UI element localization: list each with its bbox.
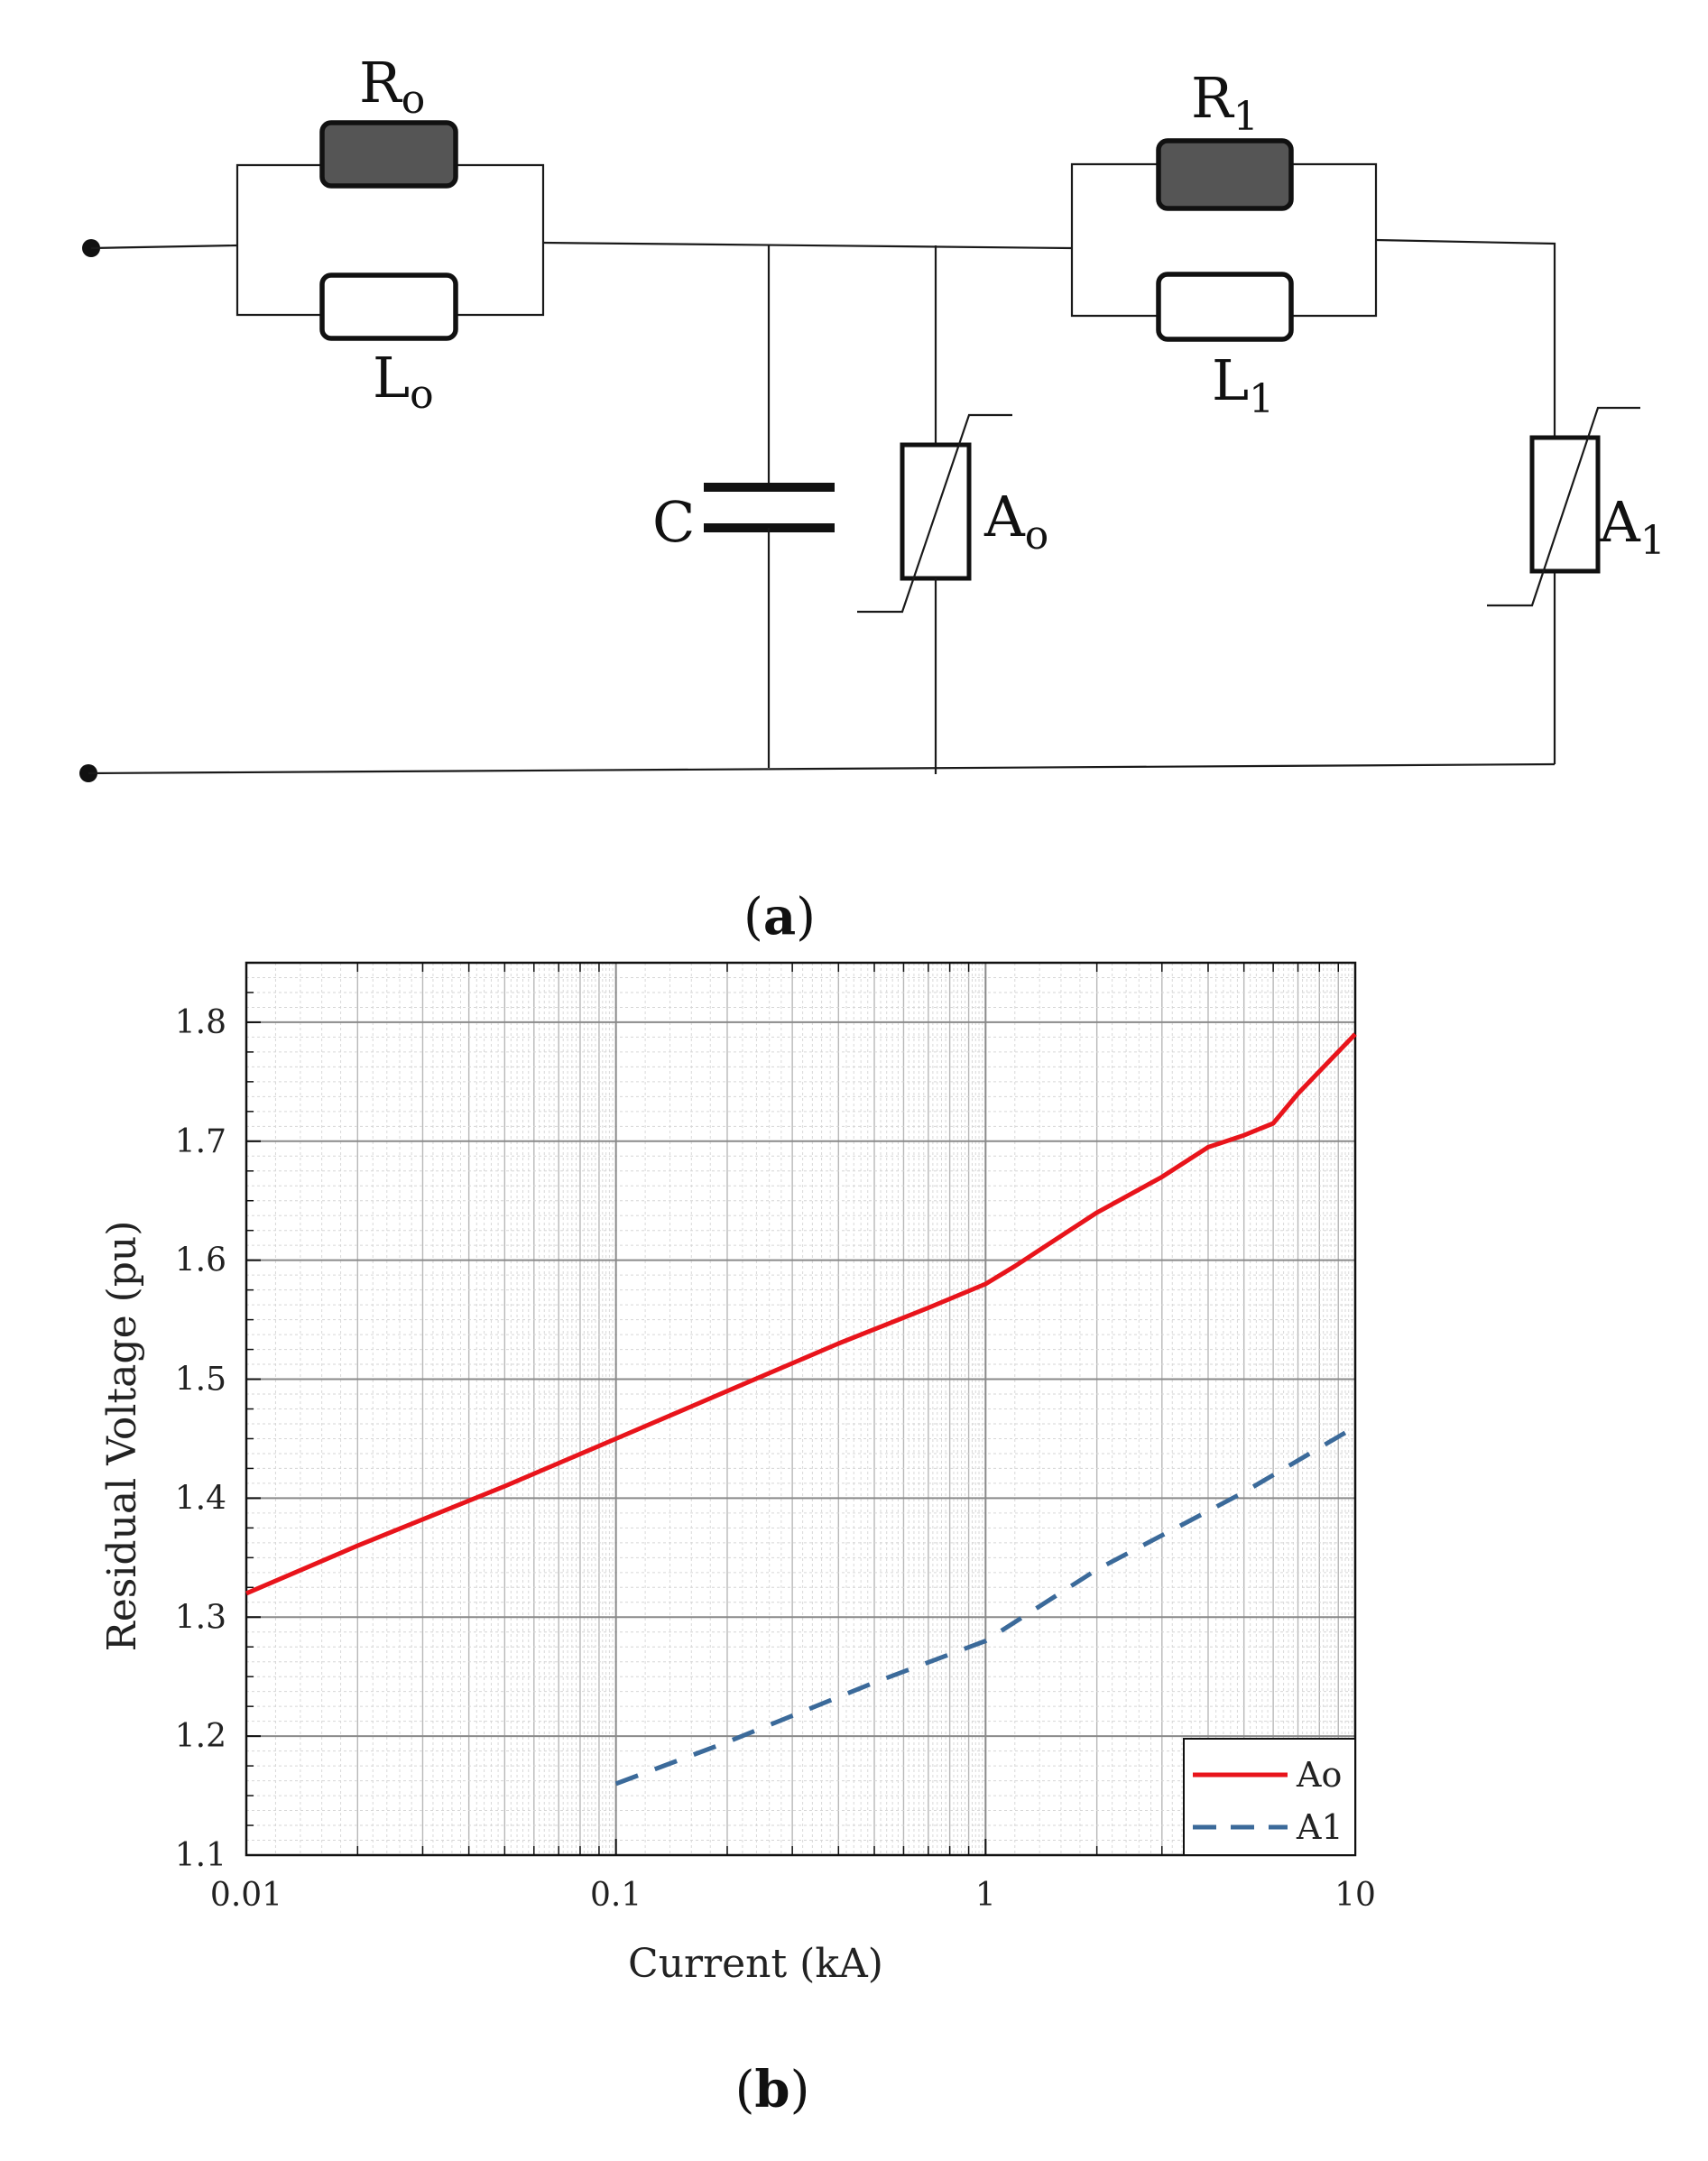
y-tick-label: 1.6 [175,1242,226,1279]
arrester-a0-slash [857,413,1012,614]
resistor-r0 [319,120,458,189]
wire-input-top [90,244,238,250]
x-tick-label: 1 [975,1877,996,1914]
wire-bottom [88,762,1556,775]
legend-label-ao: Ao [1296,1755,1342,1795]
x-tick-label: 10 [1334,1877,1376,1914]
inductor-l0 [319,272,458,341]
y-tick-labels: 1.1 1.2 1.3 1.4 1.5 1.6 1.7 1.8 [175,1004,226,1874]
wire-l1-left [1070,248,1158,318]
label-l1: L1 [1212,347,1274,422]
label-c: C [652,489,695,555]
y-tick-label: 1.3 [175,1599,226,1636]
y-tick-label: 1.2 [175,1718,226,1755]
chart-legend: Ao A1 [1183,1738,1356,1856]
label-r1: R1 [1191,65,1259,140]
panel-b-label: (b) [735,2060,810,2119]
x-tick-labels: 0.01 0.1 1 10 [210,1877,1376,1914]
wire-a1-branch [1375,238,1556,764]
x-axis-title: Current (kA) [628,1941,883,1987]
y-tick-label: 1.7 [175,1123,226,1160]
x-tick-label: 0.01 [210,1877,282,1914]
wire-l0-left [235,245,320,317]
residual-voltage-chart: 0.01 0.1 1 10 1.1 1.2 1.3 1.4 1.5 1.6 1.7 1.8 Curr… [99,961,1376,2119]
arrester-a1-slash [1487,406,1640,607]
inductor-l1 [1156,272,1294,342]
y-tick-label: 1.1 [175,1837,226,1874]
wire-r1-left [1070,162,1158,248]
y-tick-label: 1.8 [175,1004,226,1041]
series-line-a1 [614,1425,1357,1787]
circuit-diagram: Ro Lo R1 L1 C Ao A1 (a) [79,50,1666,947]
label-a0: Ao [983,484,1048,559]
legend-label-a1: A1 [1296,1807,1343,1847]
resistor-r1 [1156,138,1294,211]
wire-r0-left [235,163,320,245]
wire-l1-right [1291,240,1378,318]
panel-a-label: (a) [743,887,816,947]
wire-r1-right [1291,162,1378,240]
chart-series [245,1032,1357,1787]
label-r0: Ro [359,50,425,123]
wire-top-middle [542,241,1073,250]
chart-minor-grid [246,963,1355,1855]
y-tick-label: 1.4 [175,1480,226,1517]
label-l0: Lo [373,345,434,418]
wire-l0-right [456,243,545,317]
wire-r0-right [456,163,545,243]
legend-box [1183,1738,1356,1856]
y-axis-title: Residual Voltage (pu) [99,1221,145,1652]
label-a1: A1 [1599,489,1666,564]
x-tick-label: 0.1 [590,1877,642,1914]
y-tick-label: 1.5 [175,1362,226,1399]
series-line-ao [245,1032,1357,1596]
